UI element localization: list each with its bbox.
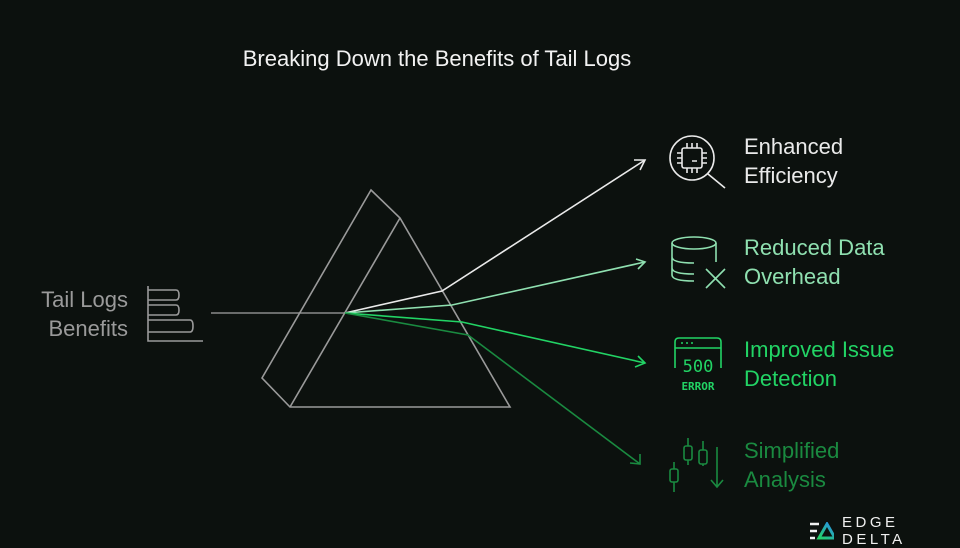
edge-delta-logo: EDGE DELTA — [810, 514, 960, 548]
edge-delta-logo-icon — [810, 522, 834, 540]
benefit-simplified-analysis: Simplified Analysis — [744, 436, 839, 494]
benefit-label: Improved Issue — [744, 337, 895, 362]
edge-delta-logo-text: EDGE DELTA — [842, 514, 906, 548]
benefit-label: Overhead — [744, 264, 841, 289]
chip-search-icon — [669, 135, 726, 189]
benefit-label: Enhanced — [744, 134, 844, 159]
page-title: Breaking Down the Benefits of Tail Logs — [242, 46, 632, 71]
benefit-improved-issue-detection: Improved Issue Detection — [744, 335, 894, 393]
benefit-label: Efficiency — [744, 163, 838, 188]
prism — [261, 188, 512, 408]
arrowhead-analysis — [629, 454, 641, 465]
error-500-text: 500 — [683, 357, 714, 377]
source-label-line1: Tail Logs — [41, 287, 128, 312]
database-x-icon — [671, 236, 726, 289]
benefit-reduced-data-overhead: Reduced Data Overhead — [744, 233, 885, 291]
ray-detection — [344, 312, 646, 364]
benefit-label: Analysis — [744, 467, 826, 492]
benefit-enhanced-efficiency: Enhanced Efficiency — [744, 132, 843, 190]
source-label-line2: Benefits — [48, 316, 129, 341]
benefit-label: Reduced Data — [744, 235, 885, 260]
ray-overhead — [344, 261, 646, 314]
benefit-label: Detection — [744, 366, 837, 391]
candlestick-down-icon — [669, 438, 724, 492]
arrowhead-overhead — [635, 258, 647, 270]
error-label-text: ERROR — [681, 380, 714, 393]
arrowhead-detection — [634, 355, 647, 368]
ray-efficiency — [344, 159, 646, 314]
arrowhead-efficiency — [634, 159, 647, 171]
ray-analysis — [344, 312, 641, 465]
benefit-label: Simplified — [744, 438, 840, 463]
error-500-icon: 500 ERROR — [674, 337, 722, 393]
bar-list-icon — [147, 286, 203, 342]
source-label: Tail Logs Benefits — [41, 285, 128, 343]
